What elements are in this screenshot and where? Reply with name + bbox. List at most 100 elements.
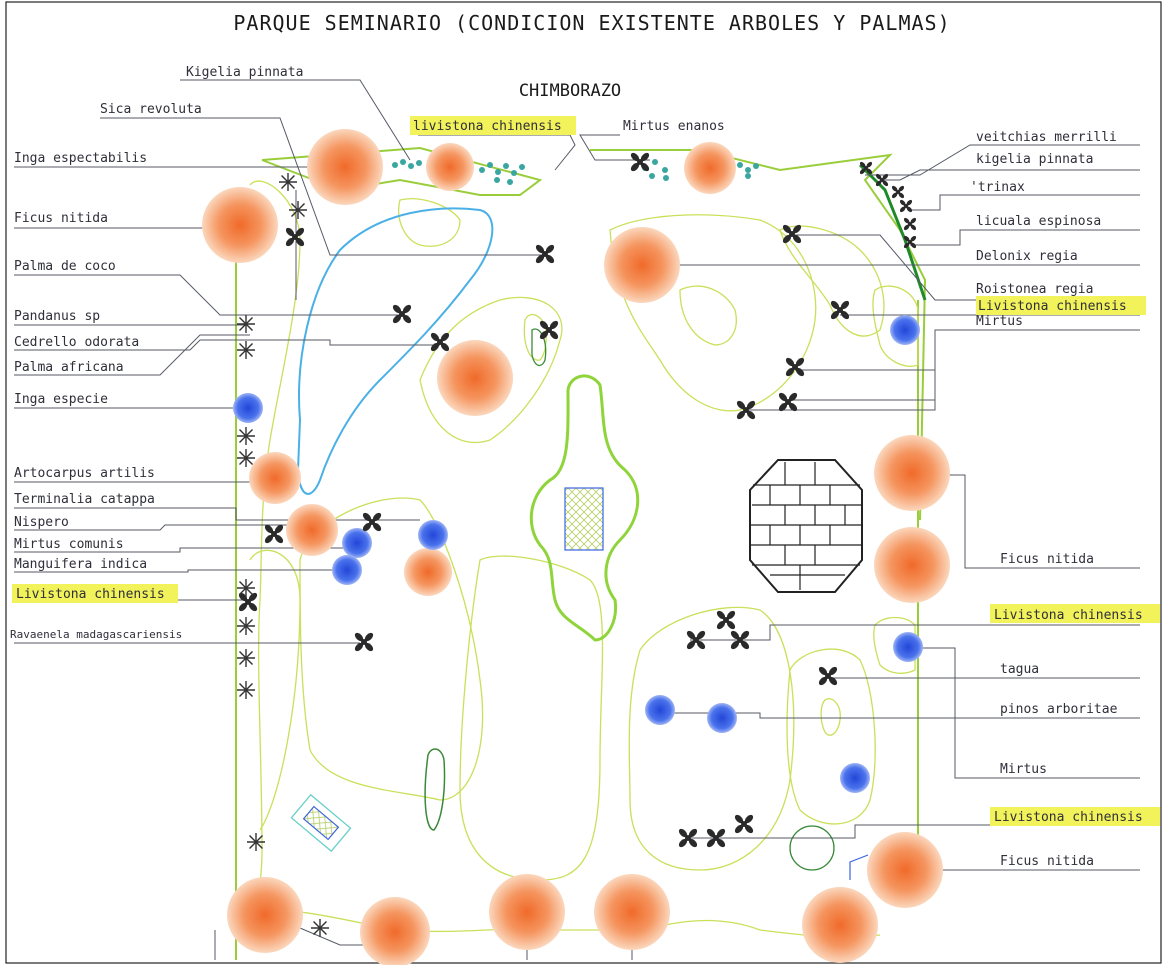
orange-tree-marker	[307, 129, 383, 205]
palm-marker	[890, 184, 906, 200]
label-nispero: Nispero	[14, 515, 69, 530]
dark-green-features	[424, 328, 869, 880]
star-shrub-marker	[236, 426, 256, 446]
label-manguifera: Manguifera indica	[14, 557, 147, 572]
label-ravaenela: Ravaenela madagascariensis	[10, 628, 182, 641]
star-shrub-marker	[288, 200, 308, 220]
palm-marker	[534, 243, 556, 265]
label-trinax: 'trinax	[970, 180, 1025, 195]
orange-tree-marker	[202, 187, 278, 263]
palm-marker	[538, 319, 560, 341]
star-shrub-marker	[246, 832, 266, 852]
central-fountain	[529, 374, 640, 642]
blue-tree-marker	[840, 763, 870, 793]
orange-tree-marker	[802, 887, 878, 963]
label-artocarpus: Artocarpus artilis	[14, 466, 155, 481]
label-livistona-top: livistona chinensis	[413, 119, 562, 134]
label-cedrello: Cedrello odorata	[14, 335, 139, 350]
label-livistona-left: Livistona chinensis	[16, 587, 165, 602]
star-shrub-marker	[310, 918, 330, 938]
palm-marker	[715, 609, 737, 631]
orange-tree-marker	[684, 142, 736, 194]
orange-tree-marker	[594, 874, 670, 950]
palm-marker	[429, 331, 451, 353]
label-ficus-right2: Ficus nitida	[1000, 854, 1094, 869]
label-roistonea: Roistonea regia	[976, 282, 1093, 297]
label-livistona-right3: Livistona chinensis	[994, 810, 1143, 825]
star-shrub-marker	[236, 616, 256, 636]
orange-trees	[202, 129, 950, 965]
label-veitchias: veitchias merrilli	[976, 130, 1117, 145]
palm-marker	[817, 665, 839, 687]
label-highlights	[12, 116, 1160, 826]
palm-marker	[361, 511, 383, 533]
orange-tree-marker	[489, 874, 565, 950]
star-shrub-marker	[236, 648, 256, 668]
blue-tree-marker	[707, 703, 737, 733]
kiosk-octagon	[749, 459, 863, 593]
label-licuala: licuala espinosa	[976, 214, 1101, 229]
orange-tree-marker	[360, 897, 430, 965]
plan-title: PARQUE SEMINARIO (CONDICION EXISTENTE AR…	[233, 11, 950, 35]
label-palma-coco: Palma de coco	[14, 259, 116, 274]
label-palma-africana: Palma africana	[14, 360, 124, 375]
blue-tree-marker	[418, 520, 448, 550]
label-ficus-left: Ficus nitida	[14, 211, 108, 226]
drawing-frame	[5, 1, 1162, 964]
orange-tree-marker	[404, 548, 452, 596]
label-inga-espectabilis: Inga espectabilis	[14, 151, 147, 166]
plant-labels: Kigelia pinnata Sica revoluta livistona …	[10, 65, 1143, 869]
street-name: CHIMBORAZO	[519, 81, 621, 101]
palm-marker	[391, 303, 413, 325]
label-mirtus-comunis: Mirtus comunis	[14, 537, 124, 552]
label-sica: Sica revoluta	[100, 102, 202, 117]
blue-tree-marker	[893, 632, 923, 662]
star-shrub-marker	[236, 314, 256, 334]
palm-marker	[784, 356, 806, 378]
blue-tree-marker	[233, 393, 263, 423]
orange-tree-marker	[604, 227, 680, 303]
orange-tree-marker	[249, 452, 301, 504]
palm-marker	[898, 198, 914, 214]
star-shrub-marker	[236, 340, 256, 360]
palm-marker	[629, 151, 651, 173]
label-pinos: pinos arboritae	[1000, 702, 1118, 717]
orange-tree-marker	[874, 527, 950, 603]
label-livistona-right1: Livistona chinensis	[978, 299, 1127, 314]
star-shrub-marker	[278, 172, 298, 192]
label-pandanus: Pandanus sp	[14, 309, 100, 324]
label-tagua: tagua	[1000, 662, 1039, 677]
palm-marker	[263, 523, 285, 545]
palm-marker	[733, 813, 755, 835]
palm-marker	[237, 591, 259, 613]
orange-tree-marker	[286, 504, 338, 556]
label-kigelia-top: Kigelia pinnata	[186, 65, 303, 80]
star-shrub-marker	[236, 578, 256, 598]
blue-tree-marker	[645, 695, 675, 725]
label-ficus-right1: Ficus nitida	[1000, 552, 1094, 567]
palm-marker	[902, 216, 918, 232]
label-delonix: Delonix regia	[976, 249, 1078, 264]
plaque	[290, 793, 352, 853]
label-terminalia: Terminalia catappa	[14, 492, 155, 507]
star-shrub-marker	[236, 448, 256, 468]
label-kigelia-right: kigelia pinnata	[976, 152, 1093, 167]
palm-marker	[284, 226, 306, 248]
orange-tree-marker	[867, 832, 943, 908]
orange-tree-marker	[227, 877, 303, 953]
blue-tree-marker	[342, 528, 372, 558]
orange-tree-marker	[437, 340, 513, 416]
palm-marker	[353, 631, 375, 653]
pond-outline	[296, 207, 494, 495]
orange-tree-marker	[426, 143, 474, 191]
palm-marker	[777, 391, 799, 413]
label-mirtus-enanos: Mirtus enanos	[623, 119, 725, 134]
label-mirtus-right2: Mirtus	[1000, 762, 1047, 777]
label-inga-especie: Inga especie	[14, 392, 108, 407]
label-mirtus-right1: Mirtus	[976, 314, 1023, 329]
label-livistona-right2: Livistona chinensis	[994, 608, 1143, 623]
orange-tree-marker	[874, 435, 950, 511]
blue-trees	[233, 315, 923, 793]
